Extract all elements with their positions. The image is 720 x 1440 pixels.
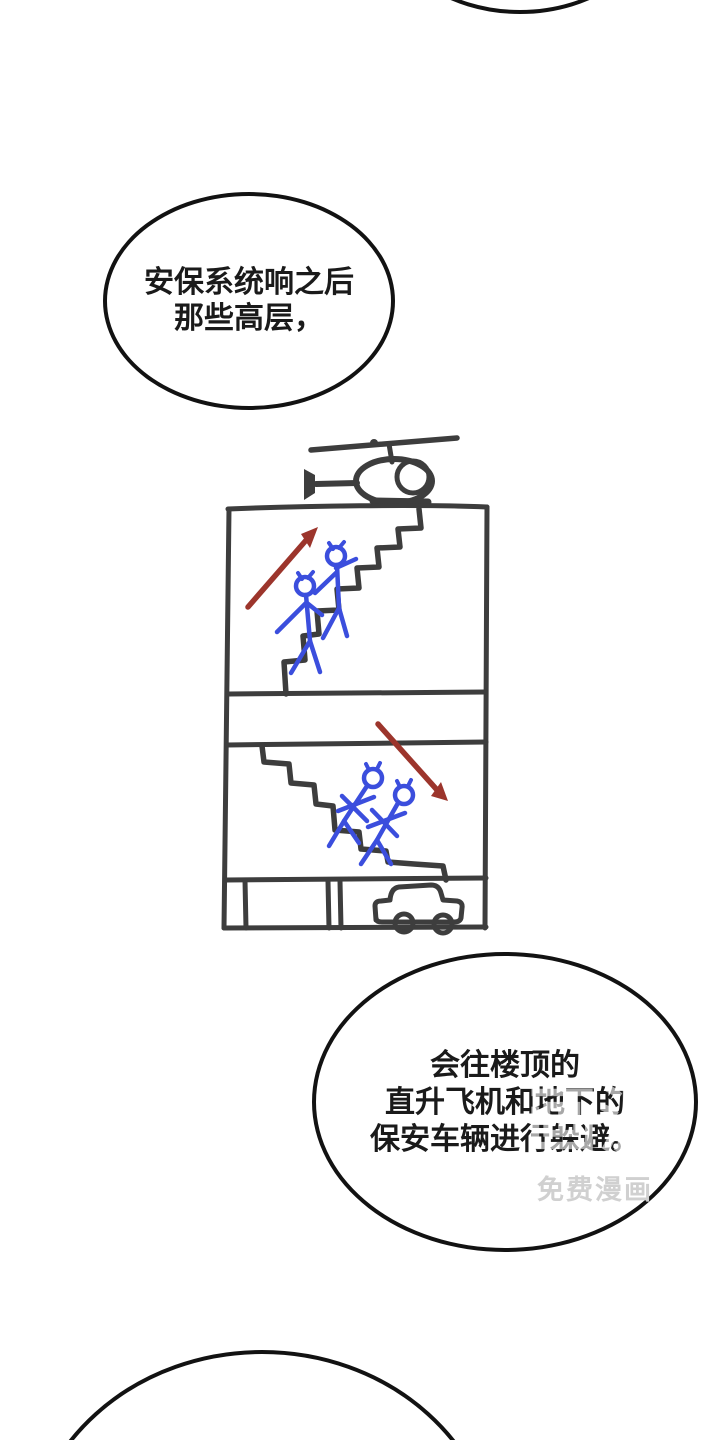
- next-bubble-partial: [68, 1350, 456, 1440]
- stick-figure: [312, 540, 359, 641]
- stick-figure: [326, 761, 385, 849]
- car-icon: [372, 882, 465, 936]
- staircase-lower: [259, 743, 449, 883]
- speech-bubble-main: 会往楼顶的 直升飞机和地下的 保安车辆进行躲避。: [312, 952, 698, 1252]
- stick-figures-upper: [274, 540, 359, 676]
- previous-bubble-partial: [450, 0, 590, 14]
- bubble-line: 保安车辆进行躲避。: [370, 1122, 640, 1156]
- stick-figure: [358, 778, 416, 867]
- bubble-line: 会往楼顶的: [430, 1048, 580, 1082]
- speech-bubble-top: 安保系统响之后 那些高层，: [103, 192, 395, 410]
- bubble-line: 直升飞机和地下的: [385, 1085, 625, 1119]
- escape-arrow-down-icon: [375, 721, 448, 801]
- bubble-line: 那些高层，: [174, 302, 324, 335]
- stick-figure: [274, 570, 325, 676]
- stick-figures-lower: [326, 761, 416, 867]
- speech-bubble-top-text: 安保系统响之后 那些高层，: [144, 265, 354, 337]
- speech-bubble-main-text: 会往楼顶的 直升飞机和地下的 保安车辆进行躲避。: [370, 1047, 640, 1158]
- escape-arrow-up-icon: [245, 527, 318, 610]
- helicopter-icon: [304, 435, 460, 506]
- building: [221, 503, 490, 931]
- bubble-line: 安保系统响之后: [144, 266, 354, 299]
